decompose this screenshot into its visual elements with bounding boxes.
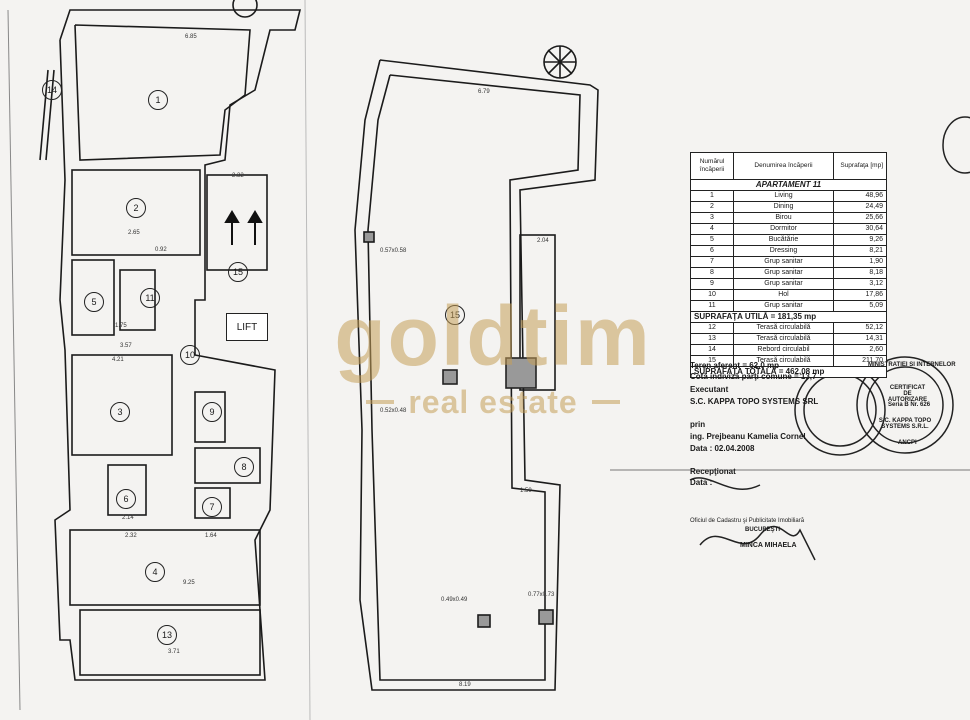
- room-6-outline: [107, 464, 147, 516]
- room-number-8: 8: [234, 457, 254, 477]
- room-number-1: 1: [148, 90, 168, 110]
- engineer-name: ing. Prejbeanu Kamelia Cornel: [690, 432, 806, 441]
- dash-icon: [591, 400, 620, 404]
- dim-label: 0.77x0.73: [528, 592, 555, 598]
- dim-label: 0.49x0.49: [441, 597, 468, 603]
- teren-line: Teren aferent = 62,0 mp: [690, 361, 779, 370]
- watermark-sub-text: real estate: [408, 384, 578, 420]
- room-8-outline: [194, 447, 261, 484]
- company-name: S.C. KAPPA TOPO SYSTEMS SRL: [690, 397, 819, 406]
- dim-label: 3.71: [168, 649, 180, 655]
- util-area: SUPRAFAŢA UTILĂ = 181,35 mp: [690, 311, 887, 323]
- room-number-13: 13: [157, 625, 177, 645]
- official-name: MINCA MIHAELA: [740, 542, 797, 549]
- dim-label: 3.57: [120, 343, 132, 349]
- stamp-text: MINISTRATIEI SI INTERNELOR: [868, 362, 956, 368]
- header-number: Numărul încăperii: [690, 152, 734, 180]
- watermark-logo: goldtim real estate: [283, 290, 703, 422]
- total-area: SUPRAFAŢA TOTALĂ = 462,08 mp: [690, 366, 887, 378]
- room-13-outline: [79, 609, 261, 676]
- receptionat-label: Recepţionat: [690, 467, 736, 476]
- room-7-outline: [194, 487, 231, 519]
- dim-label: 1.59: [520, 488, 532, 494]
- stamp-text: ANCPI: [898, 440, 917, 446]
- dim-label: 0.92: [155, 247, 167, 253]
- stamp-text: Seria B Nr. 626: [888, 402, 931, 408]
- room-number-11: 11: [140, 288, 160, 308]
- header-area: Suprafaţa [mp]: [833, 152, 887, 180]
- dim-label: 2.04: [537, 238, 549, 244]
- stamp-text: S.C. KAPPA TOPO SYSTEMS S.R.L.: [878, 418, 932, 430]
- room-number-15: 15: [445, 305, 465, 325]
- room-2-outline: [71, 169, 201, 256]
- date-line: Data : 02.04.2008: [690, 444, 755, 453]
- dash-icon: [366, 400, 395, 404]
- room-number-2: 2: [126, 198, 146, 218]
- dim-label: 0.57x0.58: [380, 248, 407, 254]
- area-table: Numărul încăperii Denumirea încăperii Su…: [690, 152, 887, 378]
- dim-label: 2.65: [128, 230, 140, 236]
- dim-label: 6.85: [185, 34, 197, 40]
- dim-label: 8.19: [459, 682, 471, 688]
- room-1-outline: [74, 24, 251, 161]
- room-number-3: 3: [110, 402, 130, 422]
- spiral-stair-1: [232, 0, 258, 18]
- signature: [699, 525, 816, 561]
- office-city: BUCUREŞTI: [745, 527, 781, 533]
- dim-label: 0.52x0.48: [380, 408, 407, 414]
- room-number-14: 14: [42, 80, 62, 100]
- room-number-5: 5: [84, 292, 104, 312]
- room-9-outline: [194, 391, 226, 443]
- watermark-sub: real estate: [283, 382, 703, 422]
- office-line: Oficiul de Cadastru şi Publicitate Imobi…: [690, 518, 805, 524]
- apartment-title: APARTAMENT 11: [690, 179, 887, 191]
- dim-label: 2.32: [232, 173, 244, 179]
- room-5-outline: [71, 259, 115, 336]
- dim-label: 6.79: [478, 89, 490, 95]
- room-number-10: 10: [180, 345, 200, 365]
- stamp-circle-2: [856, 356, 954, 454]
- left-plan-outline: [54, 9, 302, 681]
- room-number-7: 7: [202, 497, 222, 517]
- room-number-6: 6: [116, 489, 136, 509]
- header-name: Denumirea încăperii: [733, 152, 834, 180]
- dim-label: 9.25: [183, 580, 195, 586]
- dim-label: 1.64: [205, 533, 217, 539]
- stamp-top-right: [942, 116, 970, 174]
- stamp-text: CERTIFICAT DE AUTORIZARE: [887, 385, 928, 403]
- right-plan-outline: [354, 59, 599, 691]
- date2-line: Data :: [690, 478, 713, 487]
- executant-label: Executant: [690, 385, 729, 394]
- room-number-9: 9: [202, 402, 222, 422]
- dim-label: 1.75: [115, 323, 127, 329]
- room-number-15-stair: 15: [228, 262, 248, 282]
- watermark-brand: goldtim: [334, 289, 652, 383]
- dim-label: 2.14: [122, 515, 134, 521]
- room-number-4: 4: [145, 562, 165, 582]
- room-4-outline: [69, 529, 261, 606]
- room-3-outline: [71, 354, 173, 456]
- lift-label: LIFT: [226, 313, 268, 341]
- prin-label: prin: [690, 420, 706, 429]
- dim-label: 4.21: [112, 357, 124, 363]
- cota-line: Cotă indiviză părţi comune = 13,7: [690, 372, 817, 381]
- dim-label: 2.32: [125, 533, 137, 539]
